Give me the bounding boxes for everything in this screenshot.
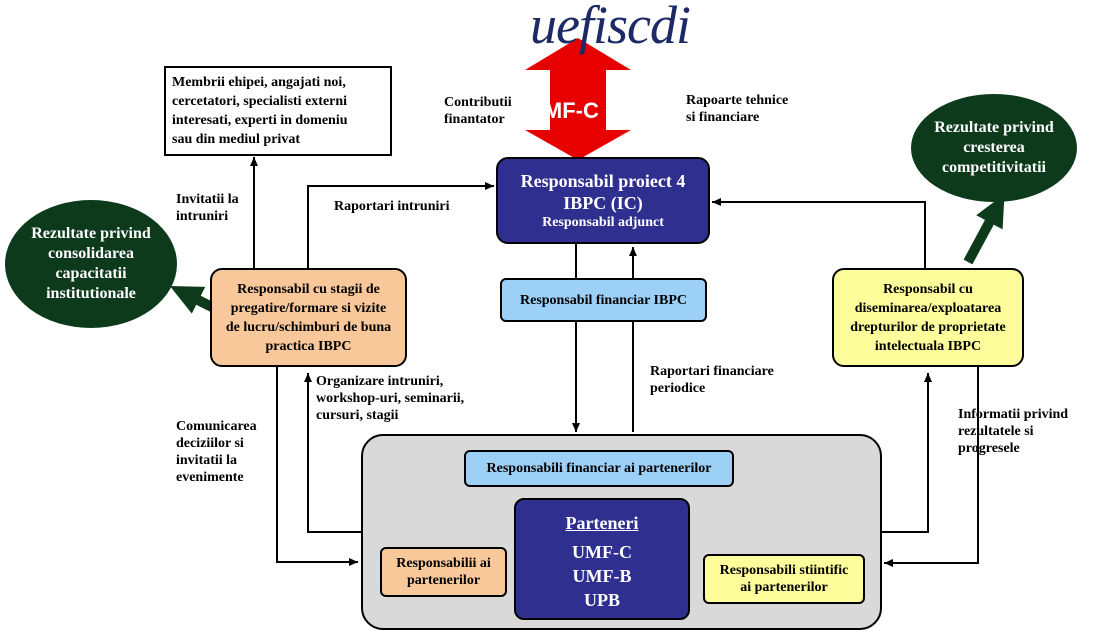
financiar-parteneri-box: Responsabili financiar ai partenerilor xyxy=(464,450,734,487)
contributii-label: Contributii finantator xyxy=(444,95,512,127)
partner-umf-c: UMF-C xyxy=(572,542,632,562)
ellipse-competitivitate: Rezultate privind cresterea competitivit… xyxy=(911,94,1077,202)
responsabil-proiect-title: Responsabil proiect 4 xyxy=(520,170,686,191)
parteneri-title: Parteneri xyxy=(565,513,639,533)
umf-co-label: UMF-C (CO) xyxy=(528,98,653,123)
parteneri-box: Parteneri UMF-C UMF-B UPB xyxy=(514,498,690,620)
partner-umf-b: UMF-B xyxy=(572,566,632,586)
responsabil-proiect-box: Responsabil proiect 4 IBPC (IC) Responsa… xyxy=(496,157,710,244)
diseminare-box: Responsabil cu diseminarea/exploatarea d… xyxy=(832,268,1024,367)
responsabil-adjunct: Responsabil adjunct xyxy=(542,214,664,230)
comunicarea-label: Comunicarea deciziilor si invitatii la e… xyxy=(176,419,257,485)
ibpc-ic: IBPC (IC) xyxy=(563,192,643,213)
resp-parteneri-box: Responsabilii ai partenerilor xyxy=(380,547,507,597)
resp-stiintific-box: Responsabili stiintific ai partenerilor xyxy=(703,554,865,604)
rapoarte-label: Rapoarte tehnice si financiare xyxy=(686,93,789,125)
raportari-financiare-label: Raportari financiare periodice xyxy=(650,364,774,396)
invitatii-label: Invitatii la intruniri xyxy=(176,192,239,224)
uefiscdi-logo: uefiscdi xyxy=(530,0,691,55)
financiar-ibpc-box: Responsabil financiar IBPC xyxy=(500,278,707,322)
raportari-intruniri-label: Raportari intruniri xyxy=(334,199,450,214)
organizare-label: Organizare intruniri, workshop-uri, semi… xyxy=(316,374,465,423)
red-double-arrow xyxy=(525,38,631,160)
informatii-label: Informatii privind rezultatele si progre… xyxy=(958,407,1069,456)
partner-upb: UPB xyxy=(584,590,620,610)
stagii-box: Responsabil cu stagii de pregatire/forma… xyxy=(210,268,407,367)
members-box: Membrii ehipei, angajati noi, cercetator… xyxy=(164,66,392,156)
ellipse-consolidare: Rezultate privind consolidarea capacitat… xyxy=(5,200,177,328)
